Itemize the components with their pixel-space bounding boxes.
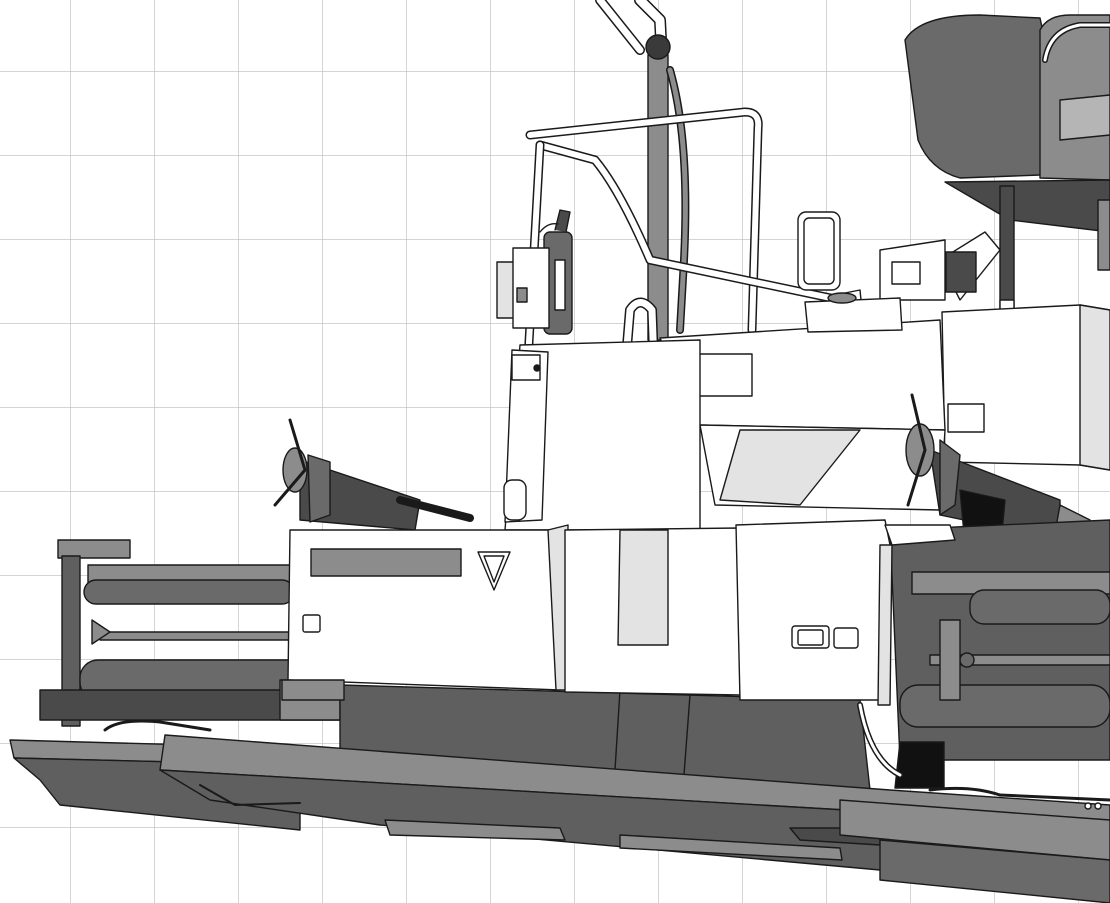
control-box [496,247,550,329]
left-body-panel [503,339,701,531]
front-cover-left [281,524,569,701]
right-console [879,231,1110,471]
front-cover-center [564,527,741,696]
front-cover-right [735,519,956,778]
rear-view-mirror-icon [797,211,863,311]
warning-triangle-icon [477,551,511,591]
screed-plate [9,734,1110,903]
right-shadow-block [894,741,945,789]
operator-seat-icon [904,14,1110,427]
right-chassis [889,519,1110,761]
engine-hood [659,292,946,511]
left-crank-handle [273,418,474,531]
